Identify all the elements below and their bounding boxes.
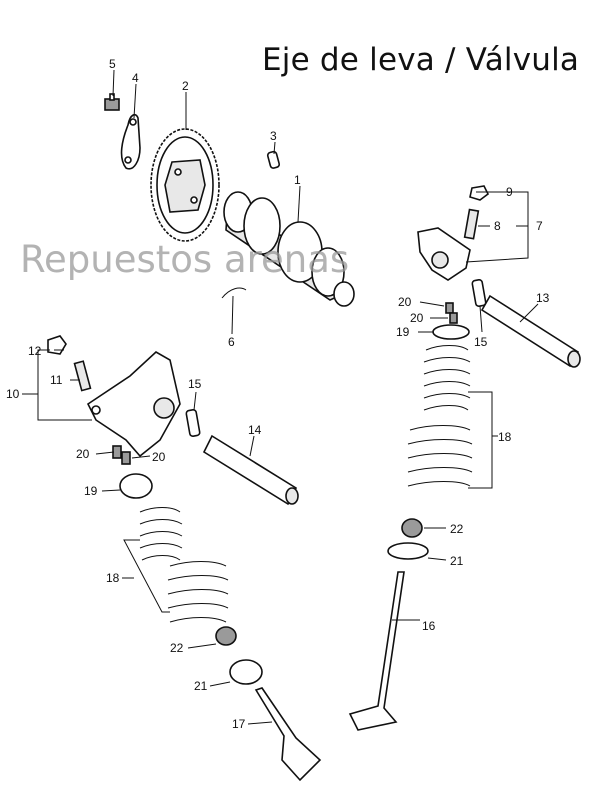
part-20-cotters-left	[112, 445, 131, 465]
part-5-bolt	[104, 93, 120, 111]
callout-1: 1	[294, 173, 301, 187]
part-16-valve-right	[348, 571, 405, 731]
callout-20-left-a: 20	[76, 447, 90, 461]
part-8-adjust-screw-right	[463, 208, 480, 240]
callout-19-left: 19	[84, 484, 98, 498]
callout-10: 10	[6, 387, 20, 401]
part-4-bracket	[120, 113, 141, 170]
callout-13: 13	[536, 291, 550, 305]
callout-20-right-lower: 20	[410, 311, 424, 325]
part-21-spring-seat-left	[229, 659, 263, 685]
part-18-valve-springs-left	[139, 507, 229, 623]
callout-11: 11	[50, 373, 63, 387]
callout-14: 14	[248, 423, 262, 437]
callout-15-left: 15	[188, 377, 202, 391]
part-15-wave-washer-left	[185, 409, 201, 437]
callout-15-right: 15	[474, 335, 488, 349]
callout-4: 4	[132, 71, 139, 85]
part-3-pin	[266, 150, 281, 169]
part-9-locknut-right	[469, 185, 490, 201]
part-18-valve-springs-right	[407, 345, 473, 487]
part-15-wave-washer-right	[471, 279, 487, 307]
part-20-cotters-right	[445, 302, 458, 324]
part-13-rocker-shaft-right	[480, 294, 581, 368]
leader-lines	[22, 69, 539, 725]
callout-2: 2	[182, 79, 189, 93]
callout-21-left: 21	[194, 679, 208, 693]
callout-numbers: 5 4 2 3 1 6 9 8 7 13 20 20 19 15 18 22 2…	[6, 57, 550, 731]
callout-22-left: 22	[170, 641, 184, 655]
callout-7: 7	[536, 219, 543, 233]
diagram-title: Eje de leva / Válvula	[262, 42, 580, 78]
callout-20-left-b: 20	[152, 450, 166, 464]
callout-21-right: 21	[450, 554, 464, 568]
part-2-cam-sprocket	[150, 128, 220, 242]
part-17-valve-left	[254, 687, 322, 782]
callout-19-right: 19	[396, 325, 410, 339]
callout-3: 3	[270, 129, 277, 143]
part-19-retainer-right	[432, 324, 470, 340]
callout-18-right: 18	[498, 430, 512, 444]
part-10-rocker-arm-left	[86, 351, 181, 458]
callout-17: 17	[232, 717, 246, 731]
part-12-locknut-left	[47, 335, 67, 355]
part-22-seal-right	[401, 518, 423, 538]
callout-6: 6	[228, 335, 235, 349]
part-14-rocker-shaft-left	[202, 434, 299, 506]
part-21-spring-seat-right	[387, 542, 429, 560]
part-19-retainer-left	[119, 473, 153, 499]
callout-12: 12	[28, 344, 42, 358]
callout-18-left: 18	[106, 571, 120, 585]
callout-20-right-upper: 20	[398, 295, 412, 309]
callout-16: 16	[422, 619, 436, 633]
part-1-camshaft	[223, 191, 355, 307]
callout-8: 8	[494, 219, 501, 233]
watermark-text: Repuestos arenas	[20, 238, 350, 281]
part-6-circlip	[221, 287, 247, 299]
callout-9: 9	[506, 185, 513, 199]
part-7-rocker-arm-right	[417, 227, 471, 281]
part-22-seal-left	[215, 626, 237, 646]
part-11-adjust-screw-left	[73, 360, 92, 392]
callout-22-right: 22	[450, 522, 464, 536]
callout-5: 5	[109, 57, 116, 71]
